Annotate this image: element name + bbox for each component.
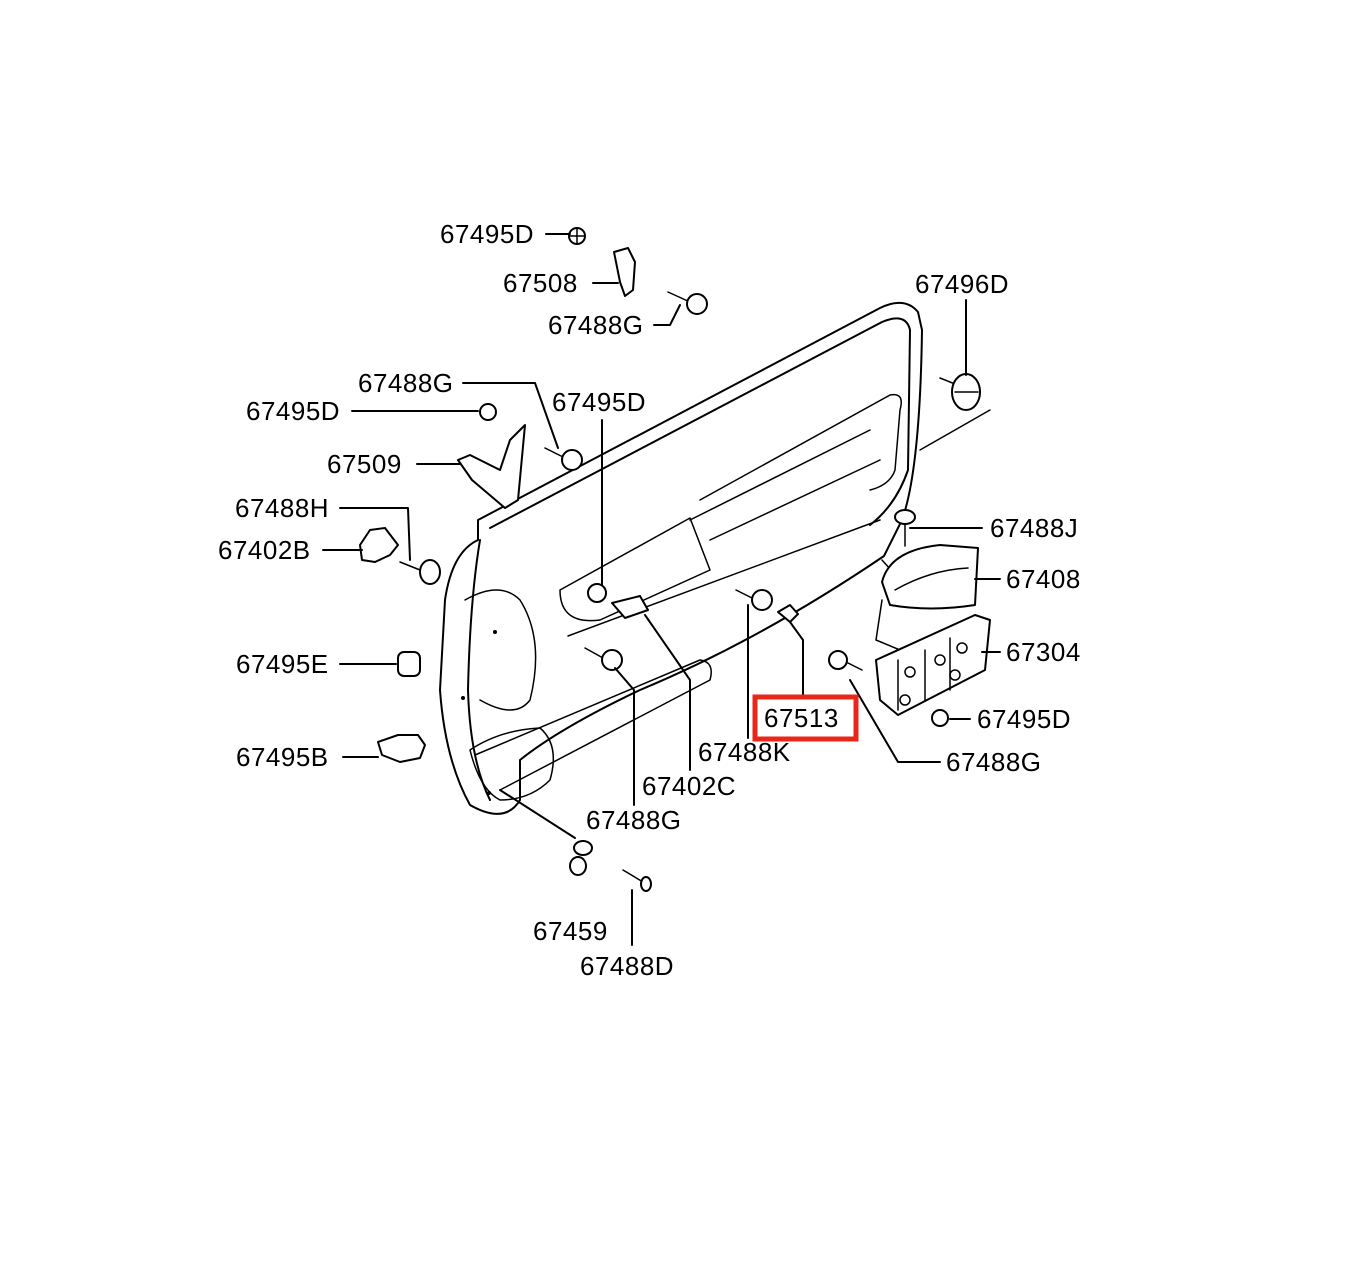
label-67488G-right[interactable]: 67488G (946, 747, 1042, 777)
label-67495E[interactable]: 67495E (236, 649, 329, 679)
leader-lines (322, 233, 1001, 946)
label-67509[interactable]: 67509 (327, 449, 402, 479)
screw-67488G-left-icon (544, 447, 583, 471)
screw-67488D-icon (622, 869, 652, 892)
label-67508[interactable]: 67508 (503, 268, 578, 298)
bracket-67495B-icon (377, 734, 426, 763)
grommet-67459-icon (569, 840, 593, 876)
label-67495D-mid[interactable]: 67495D (552, 387, 646, 417)
label-67495D-right[interactable]: 67495D (977, 704, 1071, 734)
label-67488J[interactable]: 67488J (990, 513, 1078, 543)
label-67513[interactable]: 67513 (764, 703, 839, 733)
label-67488H[interactable]: 67488H (235, 493, 329, 523)
bracket-67508-icon (613, 247, 636, 297)
label-67488G-top[interactable]: 67488G (548, 310, 644, 340)
label-67304[interactable]: 67304 (1006, 637, 1081, 667)
clip-67513-icon (777, 604, 799, 623)
label-67408[interactable]: 67408 (1006, 564, 1081, 594)
screw-67488K-icon (735, 589, 773, 611)
label-67402C[interactable]: 67402C (642, 771, 736, 801)
clip-67496D-icon (939, 373, 981, 411)
label-67495B[interactable]: 67495B (236, 742, 329, 772)
label-67495D-top[interactable]: 67495D (440, 219, 534, 249)
label-67488G-bottom[interactable]: 67488G (586, 805, 682, 835)
label-67488D[interactable]: 67488D (580, 951, 674, 981)
clip-67495D-left-icon (479, 403, 497, 421)
clip-67495D-mid-icon (587, 583, 607, 603)
bracket-67304-icon (875, 614, 991, 716)
bracket-67509-icon (457, 424, 526, 509)
screw-67488G-top-icon (667, 291, 708, 315)
screw-67488G-bottom-icon (584, 647, 623, 671)
screw-67488G-right-icon (828, 650, 863, 671)
label-67402B[interactable]: 67402B (218, 535, 311, 565)
part-labels: 67495D 67508 67488G 67496D 67488G 67495D… (218, 219, 1081, 981)
highlight-box-67513 (752, 694, 859, 742)
screw-67488J-icon (894, 509, 916, 547)
bracket-67402C-icon (611, 595, 649, 619)
handle-cup-67408-icon (875, 544, 979, 651)
bracket-67402B-icon (359, 527, 399, 563)
label-67459[interactable]: 67459 (533, 916, 608, 946)
label-67488K[interactable]: 67488K (698, 737, 791, 767)
label-67495D-left[interactable]: 67495D (246, 396, 340, 426)
clip-67495D-right-icon (931, 709, 949, 727)
screw-67488H-icon (399, 559, 441, 585)
label-67488G-left[interactable]: 67488G (358, 368, 454, 398)
label-67496D[interactable]: 67496D (915, 269, 1009, 299)
clip-67495D-top-icon (568, 227, 586, 245)
plug-67495E-icon (397, 651, 421, 677)
